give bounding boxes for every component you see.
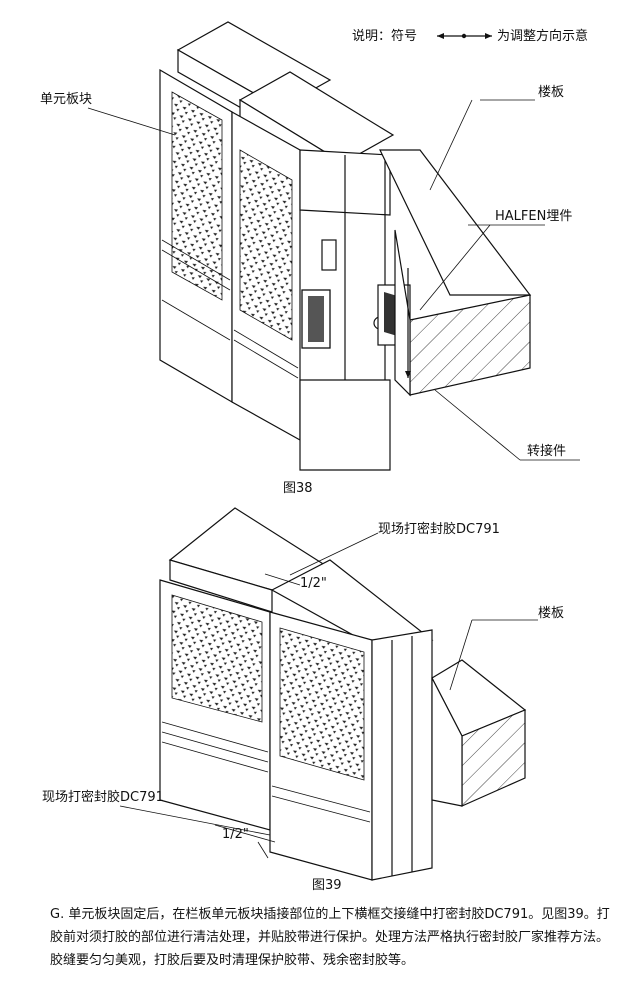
legend-suffix: 为调整方向示意	[497, 28, 588, 44]
label-sealant-left: 现场打密封胶DC791	[42, 789, 164, 805]
label-adapter: 转接件	[527, 443, 566, 459]
label-unit-panel: 单元板块	[40, 92, 92, 107]
legend-prefix: 说明：符号	[352, 28, 417, 44]
perforated-glass-right	[239, 149, 293, 341]
figure-39: 1/2" 1/2" 现场打密封胶DC791 楼板 现场打密封胶DC791 图39	[42, 507, 564, 893]
legend: 说明：符号 为调整方向示意	[352, 28, 588, 44]
mullion-bottom	[299, 379, 391, 471]
floor-slab-section	[409, 294, 531, 396]
installation-note: G. 单元板块固定后，在栏板单元板块插接部位的上下横框交接缝中打密封胶DC791…	[50, 907, 610, 968]
label-halfen: HALFEN埋件	[495, 209, 572, 224]
adjust-direction-symbol	[437, 33, 492, 39]
label-sealant-top: 现场打密封胶DC791	[378, 521, 500, 537]
figure-38-caption: 图38	[283, 481, 313, 496]
dim-bottom: 1/2"	[222, 827, 249, 842]
dim-top: 1/2"	[300, 576, 327, 591]
perforated-glass-left	[171, 594, 263, 723]
mullion-frame	[371, 629, 433, 881]
figure-39-caption: 图39	[312, 878, 342, 893]
perforated-glass-right	[279, 627, 365, 781]
label-floor-slab: 楼板	[538, 606, 564, 621]
figure-38: 单元板块 楼板 HALFEN埋件 转接件 图38	[40, 21, 580, 496]
label-floor-slab: 楼板	[538, 85, 564, 100]
perforated-glass-left	[171, 91, 223, 301]
